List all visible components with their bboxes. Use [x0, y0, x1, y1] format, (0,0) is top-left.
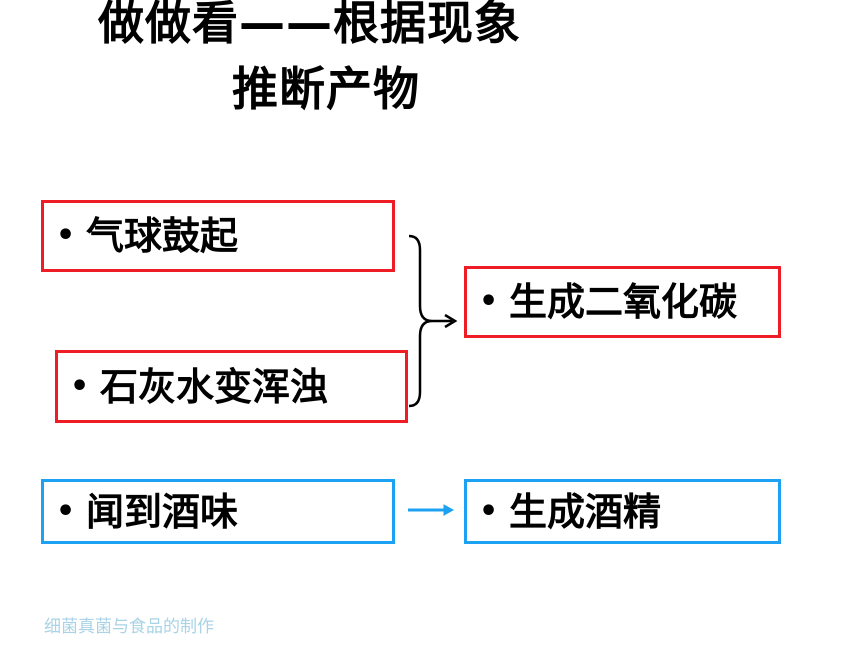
bullet: • — [479, 284, 499, 319]
bullet: • — [70, 368, 90, 404]
product-alcohol-text: 生成酒精 — [509, 489, 662, 534]
slide-title-line1: 做做看——根据现象 — [98, 0, 521, 50]
phenomenon-box-balloon: • 气球鼓起 — [41, 200, 395, 272]
phenomenon-limewater-text: 石灰水变浑浊 — [100, 364, 329, 409]
curly-brace-icon — [408, 234, 433, 408]
footer-caption: 细菌真菌与食品的制作 — [44, 617, 214, 637]
phenomenon-box-smell: • 闻到酒味 — [41, 479, 395, 544]
bullet: • — [479, 493, 499, 529]
phenomenon-smell-text: 闻到酒味 — [86, 489, 239, 534]
blue-arrow-head-icon — [443, 504, 455, 516]
slide-title-line2: 推断产物 — [232, 62, 420, 116]
phenomenon-box-limewater: • 石灰水变浑浊 — [55, 350, 408, 423]
product-co2-text: 生成二氧化碳 — [509, 280, 738, 324]
phenomenon-balloon-text: 气球鼓起 — [86, 214, 239, 258]
product-box-co2: • 生成二氧化碳 — [464, 266, 781, 338]
product-box-alcohol: • 生成酒精 — [464, 479, 781, 544]
bullet: • — [56, 493, 76, 529]
bullet: • — [56, 218, 76, 253]
brace-arrow-head-icon — [444, 313, 458, 329]
